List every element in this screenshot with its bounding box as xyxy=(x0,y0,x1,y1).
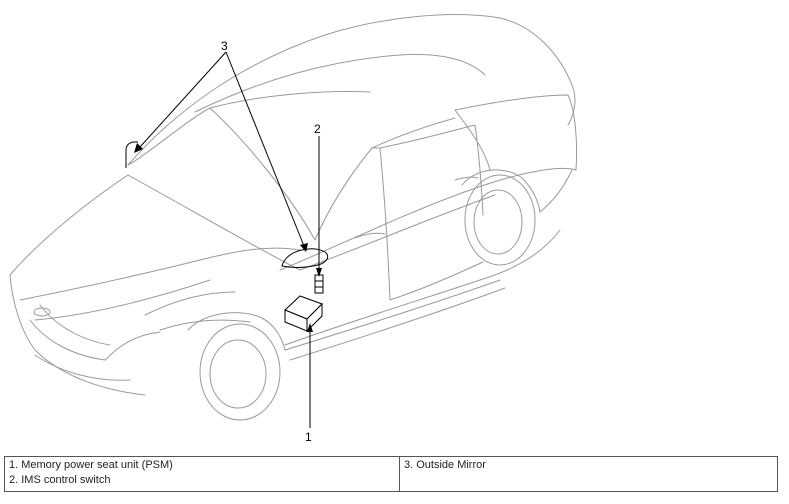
outside-mirror-markers xyxy=(125,141,329,268)
legend-item-3: 3. Outside Mirror xyxy=(404,459,486,471)
legend-table: 1. Memory power seat unit (PSM) 2. IMS c… xyxy=(4,456,778,492)
leader-line-3-left xyxy=(139,51,227,148)
arrowhead-3-right xyxy=(300,243,308,252)
leader-lines xyxy=(139,51,320,428)
outside-mirror-left-shape xyxy=(125,141,138,168)
outside-mirror-right-shape xyxy=(281,248,329,268)
callout-1: 1 xyxy=(305,430,312,444)
legend-cell-right: 3. Outside Mirror xyxy=(399,456,778,492)
callout-3: 3 xyxy=(221,39,228,53)
legend-cell-left: 1. Memory power seat unit (PSM) 2. IMS c… xyxy=(4,456,400,492)
arrowhead-3-left xyxy=(134,143,143,153)
callout-2: 2 xyxy=(314,122,321,136)
vehicle-component-diagram: 3 2 1 xyxy=(9,14,578,444)
psm-unit-box xyxy=(284,295,323,333)
leader-line-3-right xyxy=(225,51,305,247)
legend-item-1: 1. Memory power seat unit (PSM) xyxy=(9,459,173,471)
arrowhead-1 xyxy=(307,323,313,332)
legend-row: 1. Memory power seat unit (PSM) 2. IMS c… xyxy=(4,456,778,492)
car-outline xyxy=(9,14,578,421)
ims-switch-shape xyxy=(314,274,324,294)
arrowhead-2 xyxy=(316,268,322,277)
legend-item-2: 2. IMS control switch xyxy=(9,474,111,486)
arrowheads xyxy=(134,143,322,332)
